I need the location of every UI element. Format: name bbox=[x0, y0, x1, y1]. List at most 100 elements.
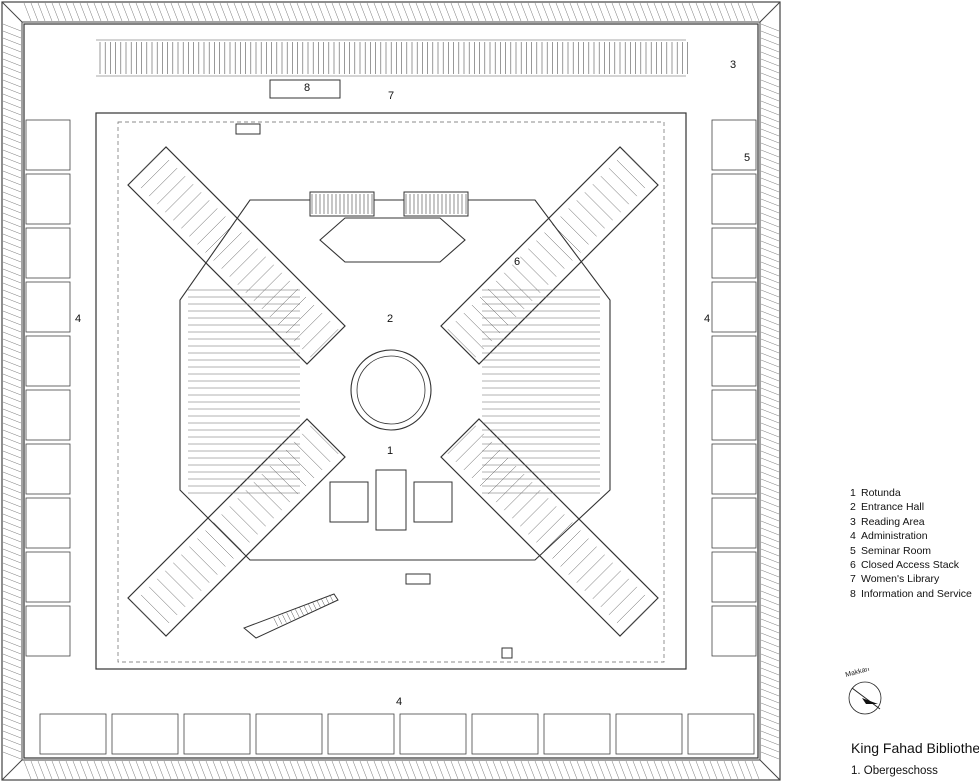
facade-hatch-line bbox=[268, 760, 277, 780]
label-reading-area: 3 bbox=[730, 59, 736, 71]
facade-hatch-line bbox=[65, 760, 74, 780]
facade-hatch-line bbox=[2, 527, 22, 536]
stair-west bbox=[309, 191, 375, 217]
facade-hatch-line bbox=[261, 760, 270, 780]
facade-hatch-line bbox=[625, 2, 634, 22]
facade-hatch-line bbox=[760, 289, 780, 298]
wing-shelf-se bbox=[487, 465, 517, 495]
facade-hatch-line bbox=[723, 760, 732, 780]
facade-hatch-line bbox=[2, 709, 22, 718]
facade-hatch-line bbox=[760, 338, 780, 347]
wing-shelf-nw bbox=[181, 200, 210, 229]
facade-hatch-line bbox=[422, 2, 431, 22]
facade-hatch-line bbox=[191, 2, 200, 22]
ramp-tread bbox=[277, 616, 283, 625]
facade-hatch-line bbox=[2, 107, 22, 116]
facade-hatch-line bbox=[30, 2, 39, 22]
facade-hatch-line bbox=[597, 760, 606, 780]
floor-plan: 1 2 3 4 4 4 5 6 7 8 bbox=[1, 1, 781, 781]
facade-hatch-line bbox=[709, 2, 718, 22]
facade-hatch-line bbox=[366, 760, 375, 780]
facade-hatch-line bbox=[653, 760, 662, 780]
facade-hatch-line bbox=[2, 191, 22, 200]
facade-hatch-line bbox=[760, 457, 780, 466]
facade-hatch-line bbox=[760, 366, 780, 375]
facade-hatch-line bbox=[2, 408, 22, 417]
facade-hatch-line bbox=[2, 695, 22, 704]
facade-hatch-line bbox=[534, 760, 543, 780]
facade-hatch-line bbox=[2, 366, 22, 375]
facade-hatch-line bbox=[380, 2, 389, 22]
facade-hatch-line bbox=[72, 760, 81, 780]
facade-hatch-line bbox=[555, 2, 564, 22]
wing-shelf-nw bbox=[205, 224, 234, 253]
facade-hatch-line bbox=[457, 2, 466, 22]
wing-shelf-ne bbox=[512, 264, 541, 293]
facade-hatch-line bbox=[205, 2, 214, 22]
facade-hatch-line bbox=[23, 2, 32, 22]
facade-hatch-line bbox=[760, 191, 780, 200]
wing-shelf-sw bbox=[229, 506, 258, 535]
facade-hatch-line bbox=[352, 760, 361, 780]
facade-hatch-line bbox=[604, 760, 613, 780]
wing-shelf-nw bbox=[132, 151, 162, 181]
facade-hatch-line bbox=[219, 2, 228, 22]
facade-hatch-line bbox=[760, 695, 780, 704]
facade-hatch-line bbox=[760, 184, 780, 193]
wing-shelf-se bbox=[463, 441, 493, 471]
facade-hatch-line bbox=[2, 555, 22, 564]
facade-hatch-line bbox=[408, 2, 417, 22]
facade-hatch-line bbox=[760, 541, 780, 550]
facade-hatch-line bbox=[198, 2, 207, 22]
facade-hatch-line bbox=[520, 760, 529, 780]
facade-hatch-line bbox=[2, 618, 22, 627]
facade-hatch-line bbox=[394, 2, 403, 22]
facade-hatch-line bbox=[289, 2, 298, 22]
facade-hatch-line bbox=[2, 401, 22, 410]
facade-hatch-line bbox=[667, 2, 676, 22]
facade-hatch-line bbox=[760, 590, 780, 599]
facade-hatch-line bbox=[2, 324, 22, 333]
facade-hatch-line bbox=[163, 760, 172, 780]
wing-shelf-ne bbox=[536, 240, 565, 269]
facade-hatch-line bbox=[760, 128, 780, 137]
ramp-treads bbox=[273, 594, 334, 627]
facade-hatch-line bbox=[760, 219, 780, 228]
facade-hatch-line bbox=[730, 2, 739, 22]
label-administration-west: 4 bbox=[75, 313, 81, 325]
facade-hatch-line bbox=[37, 760, 46, 780]
wing-shelf-se bbox=[503, 481, 533, 511]
courtyard-dashed-outline bbox=[117, 121, 665, 663]
facade-hatch-line bbox=[760, 436, 780, 445]
stair-east bbox=[403, 191, 469, 217]
wing-shelf-se bbox=[584, 562, 613, 591]
facade-hatch-line bbox=[240, 760, 249, 780]
facade-hatch-line bbox=[2, 240, 22, 249]
perimeter-room-east bbox=[711, 443, 757, 495]
facade-hatch-line bbox=[415, 760, 424, 780]
facade-hatch-line bbox=[751, 760, 760, 780]
wing-shelf-se bbox=[568, 546, 597, 575]
facade-hatch-line bbox=[471, 760, 480, 780]
facade-hatch-line bbox=[2, 562, 22, 571]
facade-hatch-line bbox=[107, 2, 116, 22]
perimeter-room-west bbox=[25, 443, 71, 495]
facade-hatch-line bbox=[408, 760, 417, 780]
wing-shelf-ne bbox=[624, 151, 654, 181]
facade-hatch-line bbox=[760, 65, 780, 74]
wing-shelf-sw bbox=[253, 481, 283, 511]
facade-hatch-line bbox=[2, 478, 22, 487]
reading-area-shelves bbox=[96, 39, 688, 77]
facade-hatch-line bbox=[760, 23, 780, 32]
wing-shelf-se bbox=[624, 602, 654, 632]
facade-hatch-line bbox=[760, 422, 780, 431]
perimeter-room-south bbox=[255, 713, 323, 755]
wing-shelf-se bbox=[512, 490, 541, 519]
facade-hatch-line bbox=[760, 562, 780, 571]
facade-hatch-line bbox=[760, 303, 780, 312]
facade-hatch-line bbox=[760, 639, 780, 648]
facade-corner-bl bbox=[1, 759, 23, 781]
facade-hatch-line bbox=[2, 492, 22, 501]
